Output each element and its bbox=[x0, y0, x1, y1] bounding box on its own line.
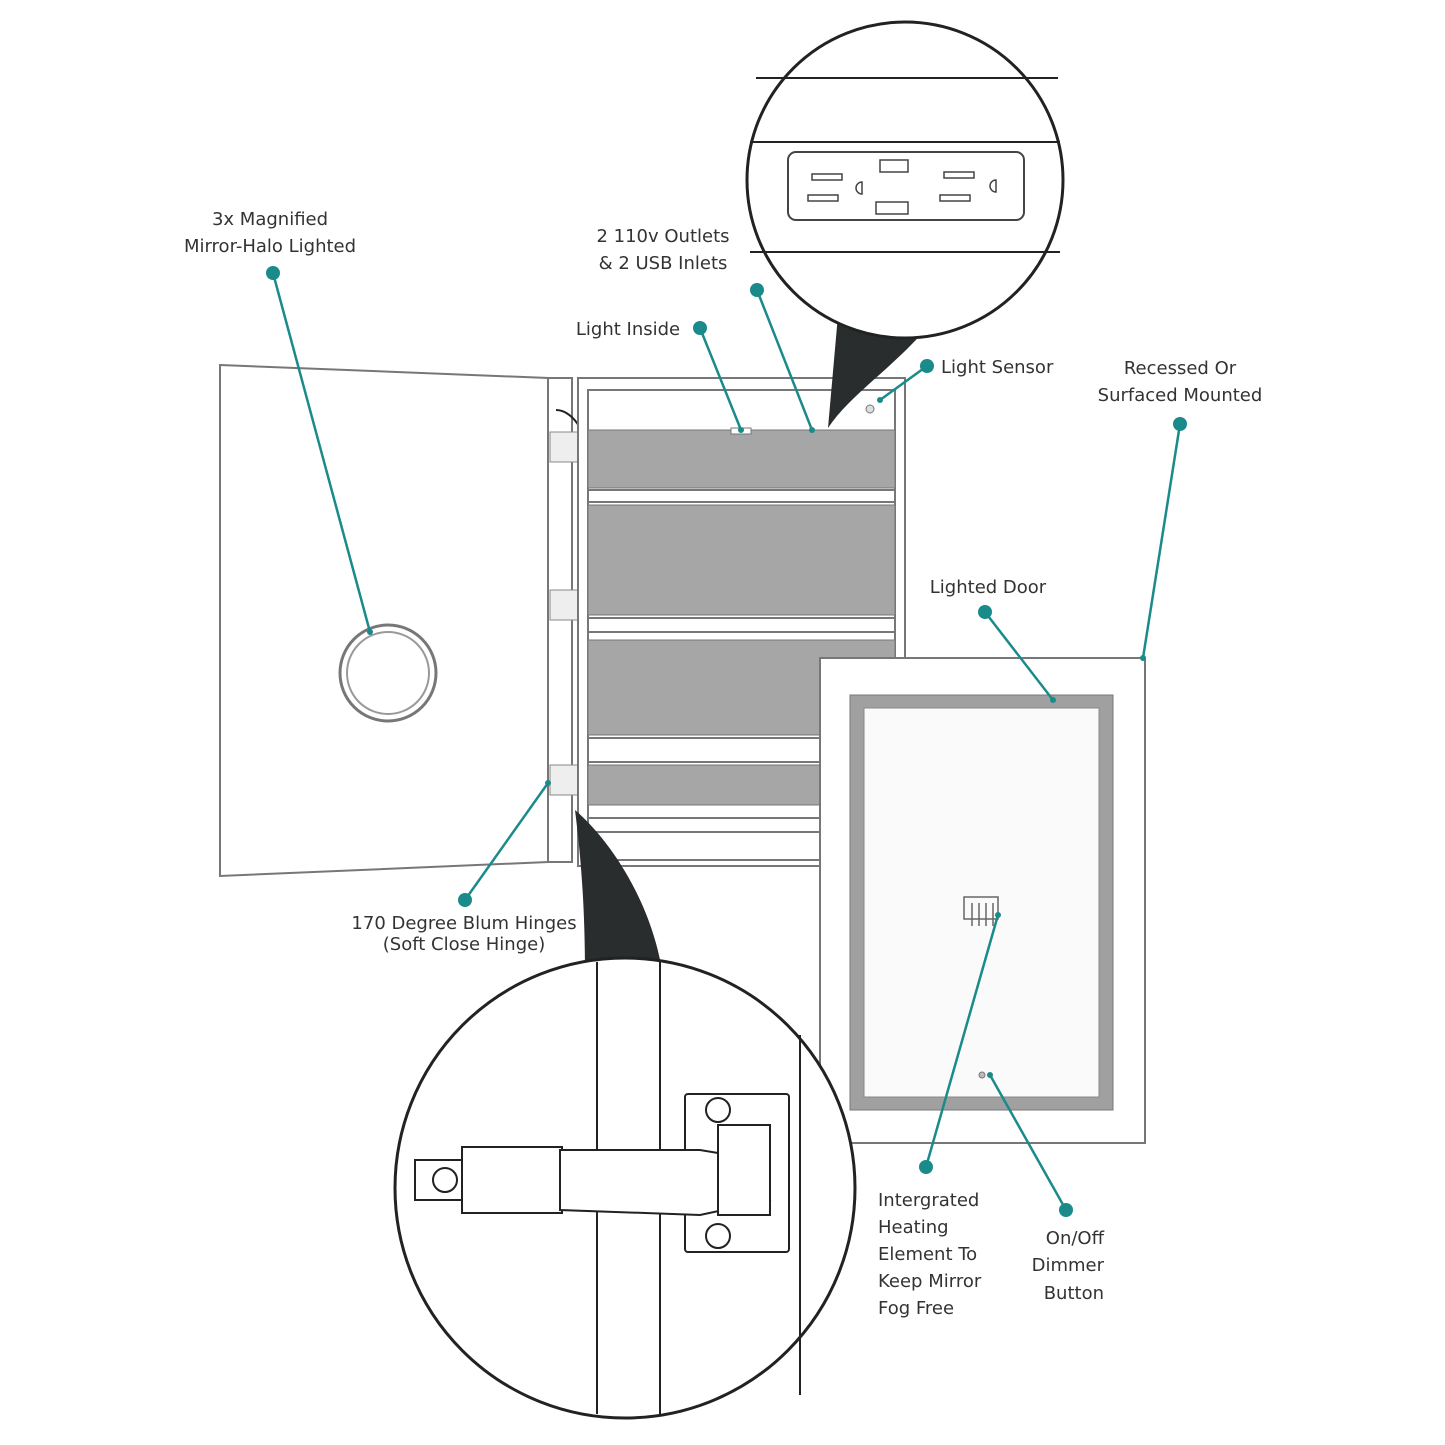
label-heating-4: Keep Mirror bbox=[878, 1271, 982, 1292]
label-outlets: 2 110v Outlets bbox=[596, 226, 729, 247]
heating-element-icon bbox=[963, 896, 999, 926]
label-light-sensor: Light Sensor bbox=[941, 357, 1054, 378]
light-sensor-icon bbox=[865, 404, 875, 414]
label-magnified: 3x Magnified bbox=[212, 209, 328, 230]
open-door bbox=[219, 363, 610, 878]
lighted-door bbox=[819, 657, 1146, 1144]
label-outlets-2: & 2 USB Inlets bbox=[599, 253, 728, 274]
magnifier-mirror-icon bbox=[338, 623, 438, 723]
label-hinges: 170 Degree Blum Hinges bbox=[351, 913, 576, 934]
label-mounted-2: Surfaced Mounted bbox=[1098, 385, 1263, 406]
label-dimmer-2: Dimmer bbox=[1032, 1255, 1105, 1276]
hinge-callout bbox=[393, 810, 857, 1420]
label-dimmer: On/Off bbox=[1046, 1228, 1105, 1249]
labels: 3x Magnified Mirror-Halo Lighted 2 110v … bbox=[184, 209, 1262, 1319]
leader-lines bbox=[266, 266, 1187, 1217]
label-heating: Intergrated bbox=[878, 1190, 979, 1211]
outlet-icon bbox=[787, 151, 1025, 221]
label-heating-5: Fog Free bbox=[878, 1298, 954, 1319]
label-magnified-2: Mirror-Halo Lighted bbox=[184, 236, 356, 257]
label-light-inside: Light Inside bbox=[576, 319, 680, 340]
label-hinges-2: (Soft Close Hinge) bbox=[383, 934, 545, 955]
label-heating-3: Element To bbox=[878, 1244, 977, 1265]
label-lighted-door: Lighted Door bbox=[930, 577, 1047, 598]
label-dimmer-3: Button bbox=[1044, 1283, 1104, 1304]
outlet-callout bbox=[745, 20, 1065, 428]
label-mounted: Recessed Or bbox=[1124, 358, 1237, 379]
dimmer-button-icon[interactable] bbox=[978, 1071, 986, 1079]
label-heating-2: Heating bbox=[878, 1217, 949, 1238]
blum-hinge-icon bbox=[414, 1093, 790, 1253]
